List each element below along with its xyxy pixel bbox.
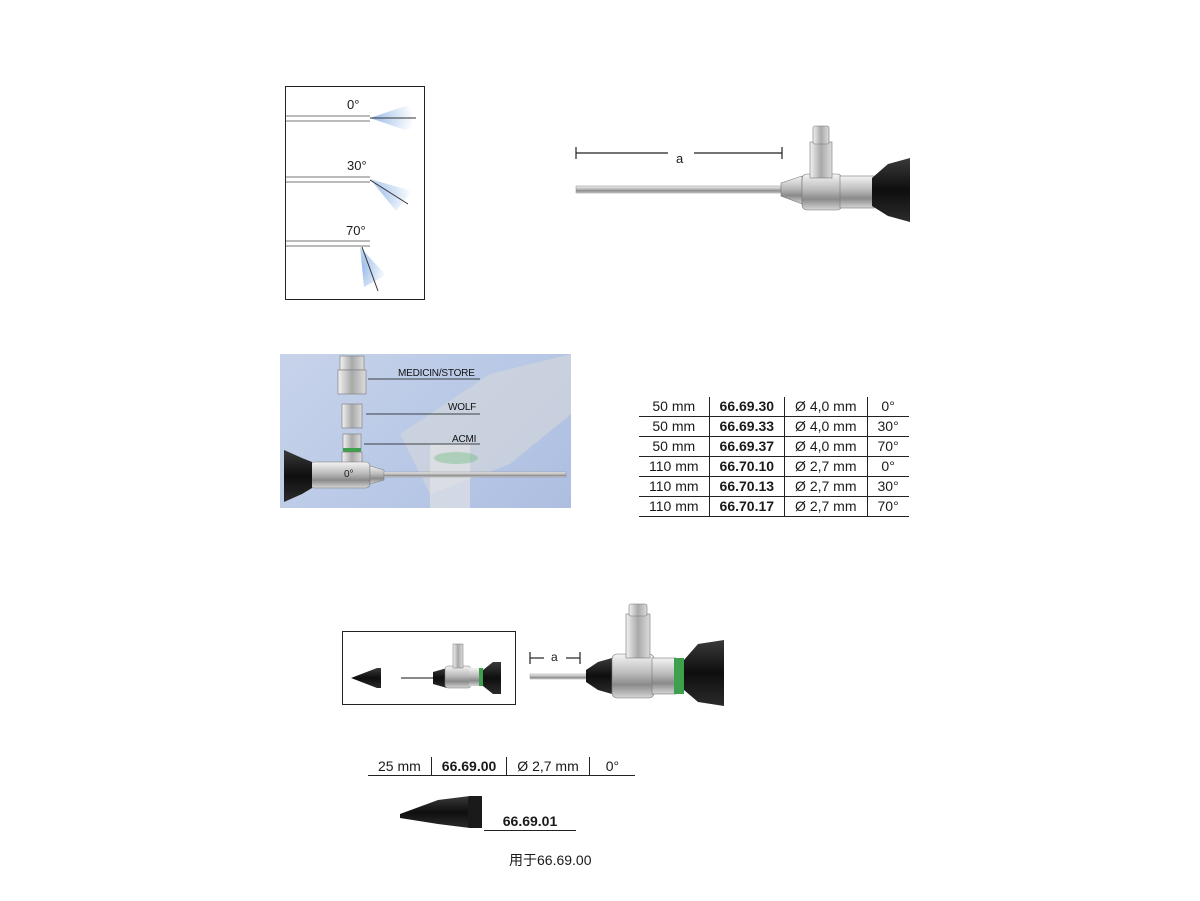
connector-label-medicin-store: MEDICIN/STORE xyxy=(398,368,475,379)
table-row: 25 mm 66.69.00 Ø 2,7 mm 0° xyxy=(368,757,636,776)
code-cell: 66.70.13 xyxy=(708,476,785,497)
length-cell: 110 mm xyxy=(639,496,710,517)
table-row: 110 mm 66.70.13 Ø 2,7 mm 30° xyxy=(639,476,909,497)
length-cell: 110 mm xyxy=(639,476,710,497)
spec-table: 50 mm 66.69.30 Ø 4,0 mm 0° 50 mm 66.69.3… xyxy=(639,397,909,517)
otoscope-set-graphic xyxy=(351,643,501,694)
connector-label-acmi: ACMI xyxy=(452,434,477,445)
length-cell: 25 mm xyxy=(368,757,432,776)
code-cell: 66.70.10 xyxy=(708,456,785,477)
speculum-code: 66.69.01 xyxy=(484,813,576,831)
connector-label-wolf: WOLF xyxy=(448,402,477,413)
diameter-cell: Ø 2,7 mm xyxy=(784,456,868,477)
angle-label-30: 30° xyxy=(347,158,367,173)
angle-cell: 0° xyxy=(866,456,909,477)
otoscope-illustration xyxy=(529,603,724,706)
diameter-cell: Ø 4,0 mm xyxy=(784,436,868,457)
speculum-usage-note: 用于66.69.00 xyxy=(509,852,592,868)
length-cell: 110 mm xyxy=(639,456,710,477)
angle-cell: 70° xyxy=(866,496,909,517)
length-cell: 50 mm xyxy=(639,436,710,457)
diameter-cell: Ø 2,7 mm xyxy=(506,757,590,776)
angle-cell: 30° xyxy=(866,476,909,497)
diameter-cell: Ø 4,0 mm xyxy=(784,397,868,417)
code-cell: 66.70.17 xyxy=(708,496,785,517)
diameter-cell: Ø 4,0 mm xyxy=(784,416,868,437)
scope-angle-marking: 0° xyxy=(344,469,354,480)
code-cell: 66.69.00 xyxy=(430,757,507,776)
code-cell: 66.69.37 xyxy=(708,436,785,457)
table-row: 110 mm 66.70.10 Ø 2,7 mm 0° xyxy=(639,456,909,477)
spec-table-body: 50 mm 66.69.30 Ø 4,0 mm 0° 50 mm 66.69.3… xyxy=(639,397,909,517)
table-row: 50 mm 66.69.33 Ø 4,0 mm 30° xyxy=(639,416,909,437)
angle-label-0: 0° xyxy=(347,97,360,112)
code-cell: 66.69.30 xyxy=(708,397,785,417)
angle-cell: 30° xyxy=(866,416,909,437)
angle-diagram: 0° 30° 70° xyxy=(285,86,425,300)
length-cell: 50 mm xyxy=(639,397,710,417)
otoscope-dimension-label-a: a xyxy=(551,650,558,664)
table-row: 50 mm 66.69.37 Ø 4,0 mm 70° xyxy=(639,436,909,457)
endoscope-illustration xyxy=(575,125,910,222)
angle-label-70: 70° xyxy=(346,223,366,238)
table-row: 110 mm 66.70.17 Ø 2,7 mm 70° xyxy=(639,496,909,517)
otoscope-set-photo xyxy=(342,631,516,705)
otoscope-spec-table: 25 mm 66.69.00 Ø 2,7 mm 0° xyxy=(368,757,636,776)
diameter-cell: Ø 2,7 mm xyxy=(784,496,868,517)
speculum-illustration xyxy=(400,796,482,828)
angle-cell: 0° xyxy=(866,397,909,417)
code-cell: 66.69.33 xyxy=(708,416,785,437)
dimension-label-a: a xyxy=(676,151,684,166)
angle-diagram-graphic xyxy=(286,103,416,292)
diameter-cell: Ø 2,7 mm xyxy=(784,476,868,497)
otoscope-spec-row: 25 mm 66.69.00 Ø 2,7 mm 0° xyxy=(368,757,636,776)
length-cell: 50 mm xyxy=(639,416,710,437)
angle-cell: 70° xyxy=(866,436,909,457)
scope-photo-graphic xyxy=(284,354,571,508)
table-row: 50 mm 66.69.30 Ø 4,0 mm 0° xyxy=(639,397,909,417)
angle-cell: 0° xyxy=(588,757,636,776)
scope-photo: MEDICIN/STORE WOLF ACMI 0° xyxy=(280,354,571,508)
